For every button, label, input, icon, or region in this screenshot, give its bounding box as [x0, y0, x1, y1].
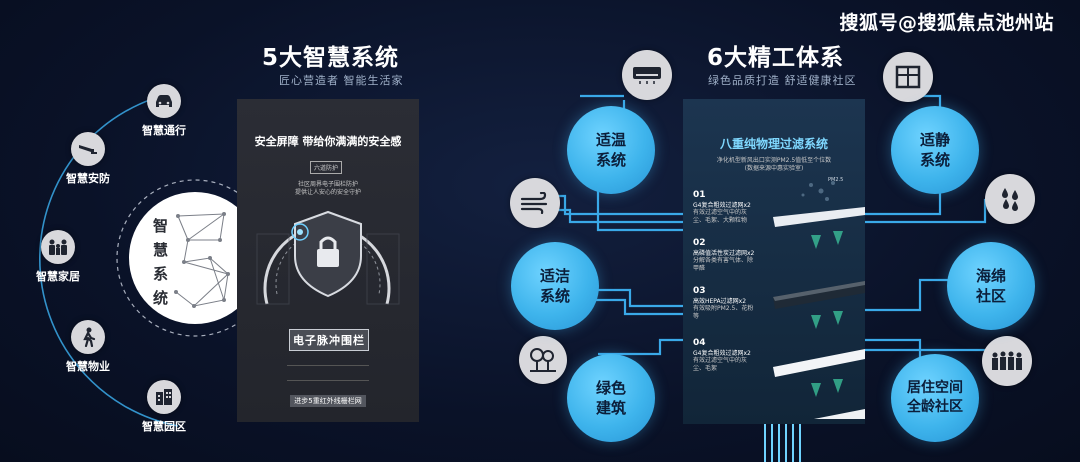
- people-group-icon: [982, 336, 1032, 386]
- five-systems-emblem: 智 慧 系 统 大: [140, 200, 260, 318]
- node-green-building: 绿色 建筑: [567, 354, 655, 442]
- node-smart-traffic: 智慧通行: [134, 84, 194, 138]
- node-clean-system: 适洁 系统: [511, 242, 599, 330]
- fence-label: 电子脉冲围栏: [289, 329, 369, 351]
- node-all-age-community: 居住空间 全龄社区: [891, 354, 979, 442]
- right-subtitle: 绿色品质打造 舒适健康社区: [708, 74, 857, 87]
- node-label: 智慧安防: [66, 172, 110, 185]
- emblem-char-4: 统: [153, 289, 169, 307]
- walking-person-icon: [71, 320, 105, 354]
- node-sponge-community: 海绵 社区: [947, 242, 1035, 330]
- filter-item-4: 04 G4复合粗效过滤网x2 有效过滤空气中的灰尘、毛絮: [693, 338, 751, 372]
- node-label: 智慧家居: [36, 270, 80, 283]
- shield-lock-graphic: [256, 210, 400, 305]
- emblem-char-2: 慧: [153, 241, 169, 259]
- network-5-icon: [174, 212, 230, 308]
- emblem-char-3: 系: [153, 265, 169, 283]
- node-label: 智慧物业: [66, 360, 110, 373]
- right-title: 6大精工体系: [707, 45, 845, 71]
- filter-item-3: 03 高效HEPA过滤网x2 有效吸附PM2.5、花粉等: [693, 286, 754, 320]
- node-smart-home: 智慧家居: [28, 230, 88, 284]
- panel-line-2: 提供让人安心的安全守护: [294, 189, 361, 196]
- node-label: 智慧通行: [142, 124, 186, 137]
- node-smart-property: 智慧物业: [58, 320, 118, 374]
- tree-icon: [519, 336, 567, 384]
- watermark: 搜狐号@搜狐焦点池州站: [839, 12, 1054, 34]
- camera-icon: [71, 132, 105, 166]
- wind-icon: [510, 178, 560, 228]
- air-conditioner-icon: [622, 50, 672, 100]
- security-panel: 安全屏障 带给你满满的安全感 六道防护 社区周界电子围栏防护 提供让人安心的安全…: [237, 99, 419, 422]
- node-smart-security: 智慧安防: [58, 132, 118, 186]
- node-smart-park: 智慧园区: [134, 380, 194, 434]
- panel-tag: 六道防护: [310, 161, 343, 174]
- filter-layers-graphic: [773, 181, 865, 419]
- filtration-sub-1: 净化机型新风出口实测PM2.5值低至个位数: [716, 157, 832, 164]
- pm-label: PM2.5: [828, 177, 844, 183]
- node-label: 智慧园区: [142, 420, 186, 433]
- buildings-icon: [147, 380, 181, 414]
- filter-item-1: 01 G4复合粗效过滤网x2 有效过滤空气中的灰尘、毛絮、大颗粒物: [693, 190, 751, 224]
- emblem-char-1: 智: [153, 217, 169, 235]
- water-drops-icon: [985, 174, 1035, 224]
- panel-bottom-text: 进步5重红外线栅栏网: [290, 395, 366, 407]
- node-temperature-system: 适温 系统: [567, 106, 655, 194]
- left-subtitle: 匠心营造者 智能生活家: [279, 74, 404, 87]
- panel-bottom-wrap: 进步5重红外线栅栏网: [237, 388, 419, 407]
- filter-item-2: 02 高磷值活性炭过滤网x2 分解各类有害气体、除甲醛: [693, 238, 755, 272]
- panel-divider: [287, 365, 369, 381]
- filtration-sub-2: (数据来源中惠实验室): [744, 165, 804, 172]
- panel-heading: 安全屏障 带给你满满的安全感: [254, 135, 402, 148]
- node-quiet-system: 适静 系统: [891, 106, 979, 194]
- filtration-panel: 八重纯物理过滤系统 净化机型新风出口实测PM2.5值低至个位数 (数据来源中惠实…: [683, 99, 865, 424]
- family-icon: [41, 230, 75, 264]
- car-icon: [147, 84, 181, 118]
- filtration-heading: 八重纯物理过滤系统: [719, 137, 828, 151]
- window-icon: [883, 52, 933, 102]
- panel-line-1: 社区周界电子围栏防护: [297, 181, 358, 188]
- left-title: 5大智慧系统: [262, 45, 400, 71]
